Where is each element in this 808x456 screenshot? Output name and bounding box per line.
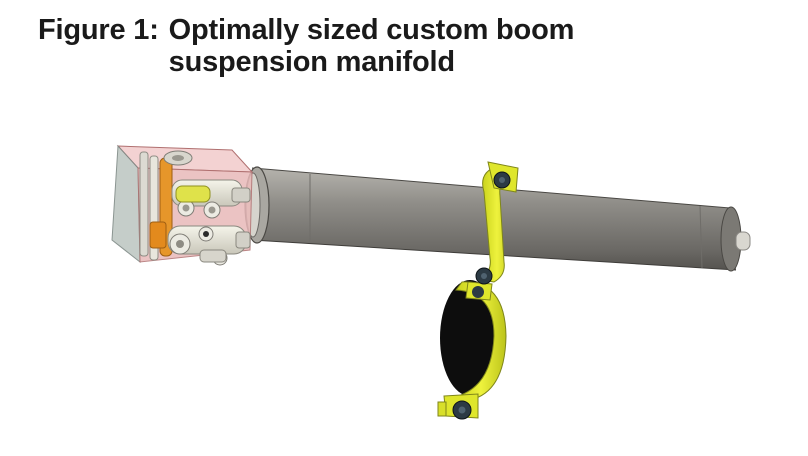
figure-caption: Figure 1: Optimally sized custom boom su… bbox=[38, 14, 639, 78]
mounting-clamp bbox=[437, 161, 519, 419]
figure-caption-text: Optimally sized custom boom suspension m… bbox=[168, 14, 575, 78]
manifold-internals bbox=[139, 150, 251, 266]
clamp-bolts bbox=[452, 171, 511, 420]
figure-label: Figure 1: bbox=[38, 14, 159, 46]
